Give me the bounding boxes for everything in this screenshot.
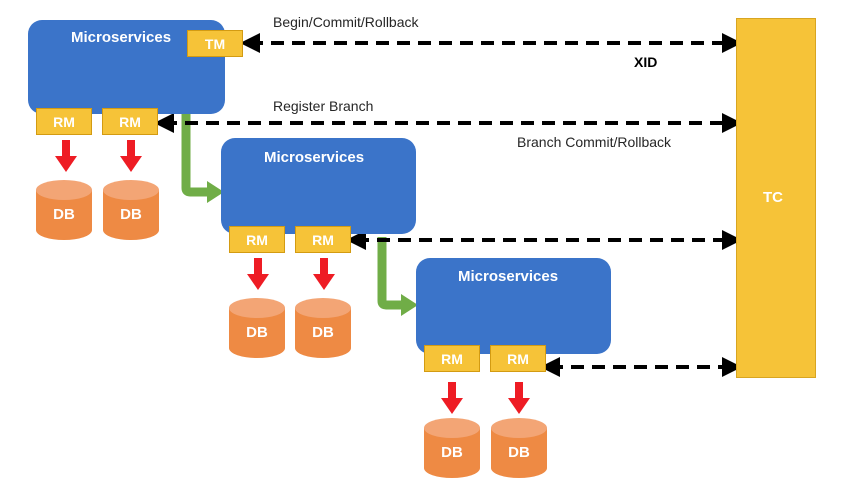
green-flow-arrow-2 — [377, 237, 418, 316]
db-label-g3-2: DB — [508, 444, 530, 461]
rm-tag-g3-2: RM — [490, 345, 546, 372]
red-arrow-g1-rm2 — [120, 140, 142, 172]
microservice-box-2 — [221, 138, 416, 234]
db-cylinder-g3-1 — [424, 418, 480, 478]
microservice-box-3 — [416, 258, 611, 354]
microservice-label-2: Microservices — [264, 149, 365, 166]
db-label-g2-2: DB — [312, 324, 334, 341]
db-label-g1-1: DB — [53, 206, 75, 223]
red-arrow-g3-rm1 — [441, 382, 463, 414]
xid-label: XID — [634, 54, 658, 70]
db-label-g1-2: DB — [120, 206, 142, 223]
red-arrow-g3-rm2 — [508, 382, 530, 414]
db-cylinder-g3-2 — [491, 418, 547, 478]
red-arrow-g1-rm1 — [55, 140, 77, 172]
microservice-label-3: Microservices — [458, 268, 559, 285]
db-cylinder-g1-2 — [103, 180, 159, 240]
rm-tag-g1-1: RM — [36, 108, 92, 135]
green-flow-arrow-1 — [181, 104, 224, 203]
branch-commit-rollback-label: Branch Commit/Rollback — [517, 134, 672, 150]
rm-tag-g2-2: RM — [295, 226, 351, 253]
rm-tag-g1-2: RM — [102, 108, 158, 135]
db-label-g3-1: DB — [441, 444, 463, 461]
begin-commit-rollback-label: Begin/Commit/Rollback — [273, 14, 419, 30]
tm-tag: TM — [187, 30, 243, 57]
microservice-label-1: Microservices — [71, 29, 172, 46]
tc-label: TC — [763, 189, 783, 206]
db-cylinder-g2-1 — [229, 298, 285, 358]
db-cylinder-g1-1 — [36, 180, 92, 240]
db-label-g2-1: DB — [246, 324, 268, 341]
rm-tag-g3-1: RM — [424, 345, 480, 372]
tc-box — [736, 18, 816, 378]
red-arrow-g2-rm2 — [313, 258, 335, 290]
red-arrow-g2-rm1 — [247, 258, 269, 290]
register-branch-label: Register Branch — [273, 98, 374, 114]
rm-tag-g2-1: RM — [229, 226, 285, 253]
db-cylinder-g2-2 — [295, 298, 351, 358]
